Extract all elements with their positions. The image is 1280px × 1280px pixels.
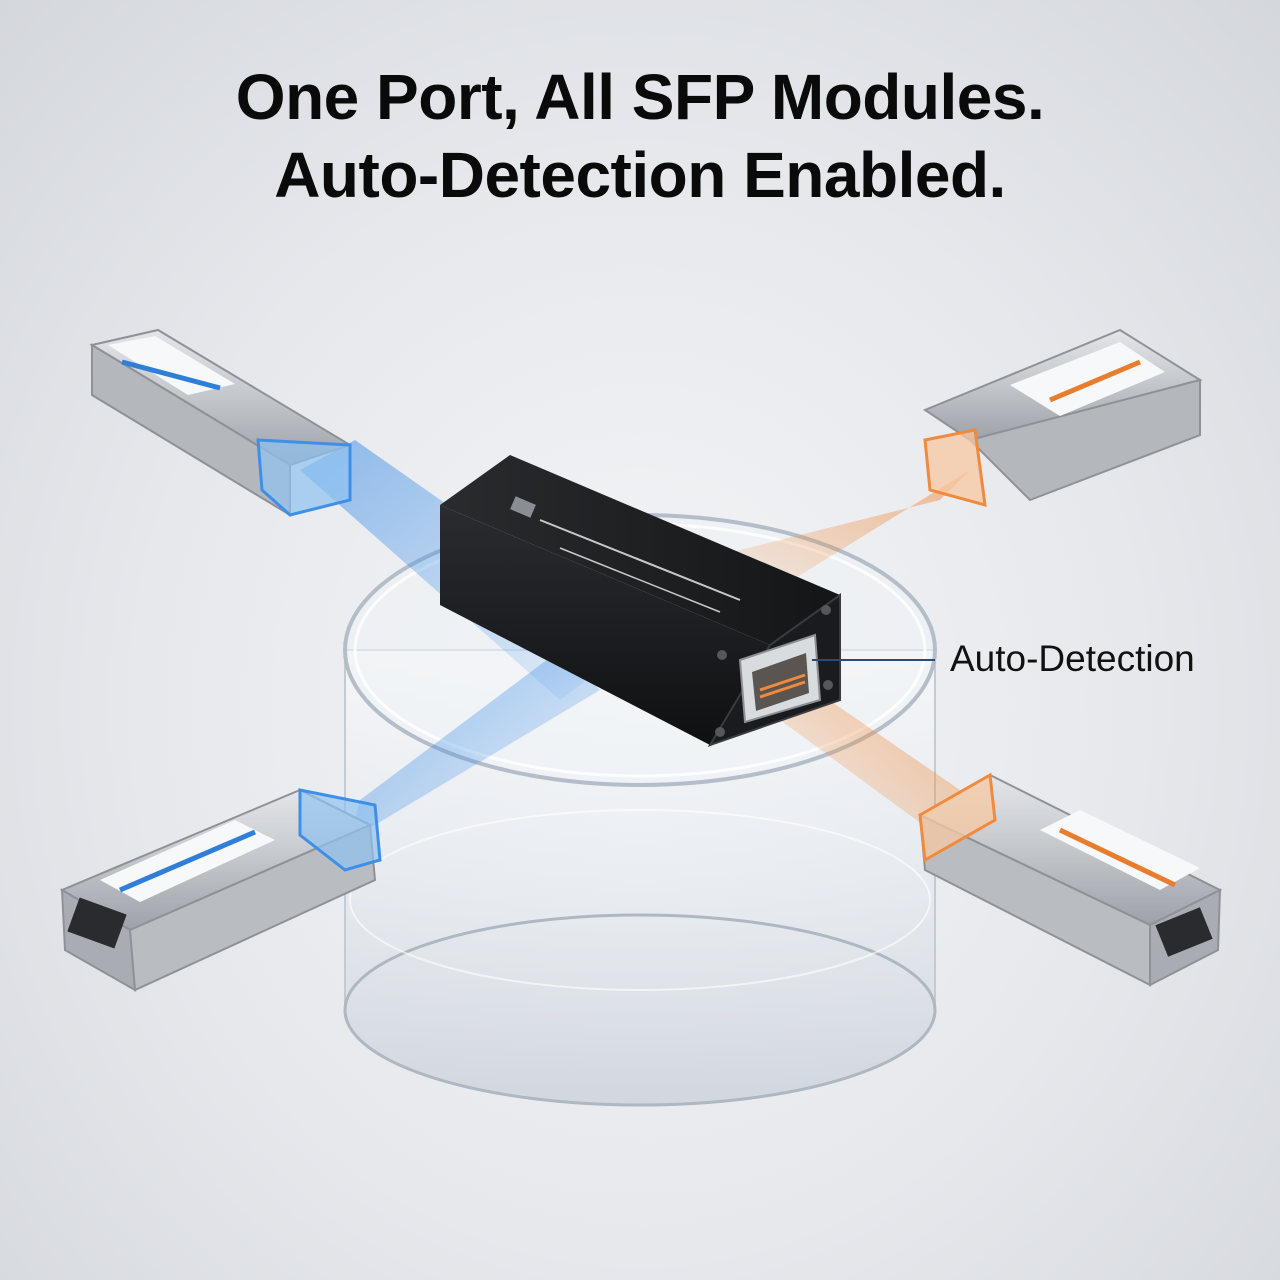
headline-line-2: Auto-Detection Enabled. [274, 139, 1006, 211]
sfp-module-bottom-left [59, 788, 382, 992]
auto-detection-callout: Auto-Detection [950, 638, 1195, 679]
sfp-module-top-left [89, 328, 353, 517]
headline-line-1: One Port, All SFP Modules. [235, 61, 1045, 133]
beam-bottom-left [350, 650, 600, 840]
rj45-port [738, 633, 822, 724]
beam-bottom-right [780, 680, 960, 830]
headline: One Port, All SFP Modules. Auto-Detectio… [0, 58, 1280, 214]
media-converter-device [440, 455, 841, 747]
sfp-module-top-right [922, 328, 1203, 508]
sfp-module-bottom-right [917, 772, 1223, 987]
